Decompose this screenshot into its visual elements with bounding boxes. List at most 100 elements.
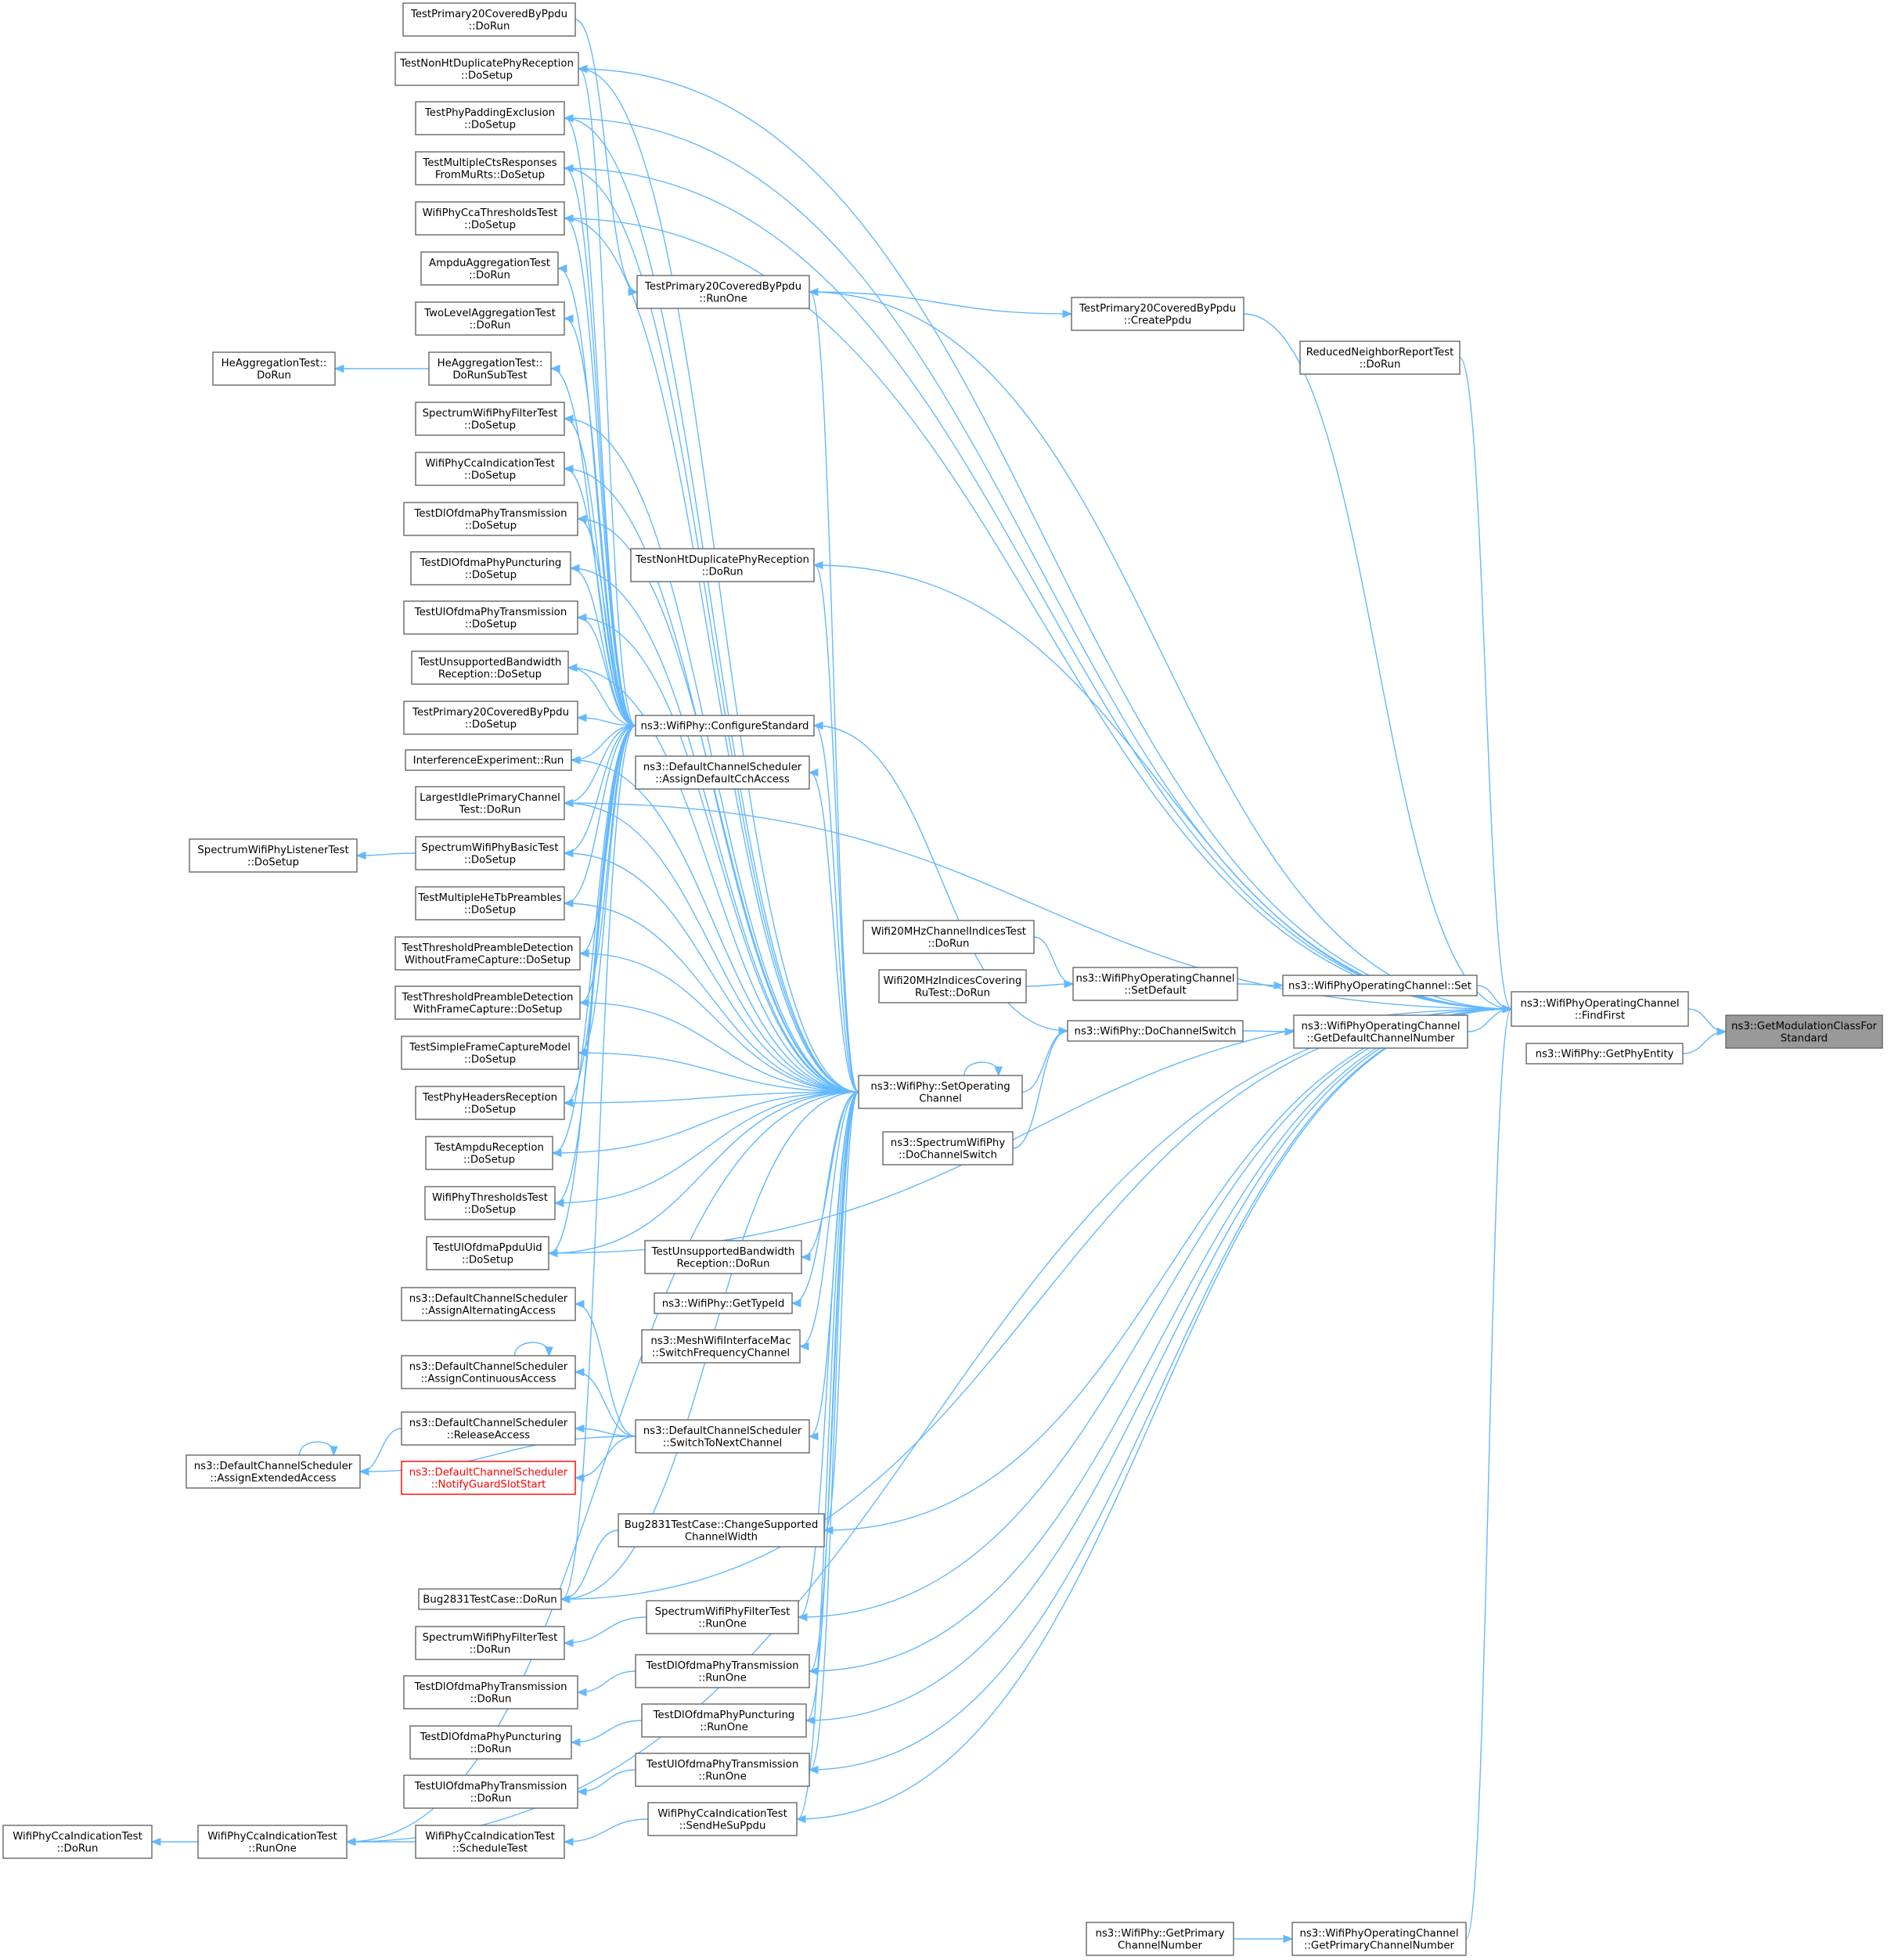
node-label-line: TestThresholdPreambleDetection <box>402 942 574 954</box>
node-ns3-defaultchannelscheduler-releaseaccess[interactable]: ns3::DefaultChannelScheduler::ReleaseAcc… <box>401 1411 576 1446</box>
node-wifiphyccaindicationtest-scheduletest[interactable]: WifiPhyCcaIndicationTest::ScheduleTest <box>415 1825 565 1859</box>
node-ns3-defaultchannelscheduler-assignalternatingaccess[interactable]: ns3::DefaultChannelScheduler::AssignAlte… <box>401 1287 576 1321</box>
edge-cfg-to-wpcit_ds <box>564 468 636 726</box>
node-ns3-wifiphyoperatingchannel-setdefault[interactable]: ns3::WifiPhyOperatingChannel::SetDefault <box>1072 967 1238 1001</box>
node-box <box>858 1075 1023 1109</box>
node-spectrumwifiphybasictest-dosetup[interactable]: SpectrumWifiPhyBasicTest::DoSetup <box>415 836 565 870</box>
node-box <box>402 2 576 37</box>
node-testulofdmaphytransmission-dosetup[interactable]: TestUlOfdmaPhyTransmission::DoSetup <box>403 600 578 635</box>
edge-arrowhead <box>797 1612 808 1622</box>
node-testmultiplectsresponses-frommurts-dosetup[interactable]: TestMultipleCtsResponsesFromMuRts::DoSet… <box>415 151 565 186</box>
node-ns3-wifiphy-configurestandard[interactable]: ns3::WifiPhy::ConfigureStandard <box>635 715 815 737</box>
node-box <box>426 1236 549 1270</box>
edge-soc-to-tppe <box>564 117 859 1093</box>
node-spectrumwifiphylistenertest-dosetup[interactable]: SpectrumWifiPhyListenerTest::DoSetup <box>189 838 358 873</box>
node-spectrumwifiphyfiltertest-dosetup[interactable]: SpectrumWifiPhyFilterTest::DoSetup <box>415 402 565 436</box>
node-testsimpleframecapturemodel-dosetup[interactable]: TestSimpleFrameCaptureModel::DoSetup <box>401 1036 579 1070</box>
node-ns3-meshwifiinterfacemac-switchfrequencychannel[interactable]: ns3::MeshWifiInterfaceMac::SwitchFrequen… <box>641 1329 801 1364</box>
node-ns3-wifiphyoperatingchannel-getprimarychannelnumber[interactable]: ns3::WifiPhyOperatingChannel::GetPrimary… <box>1291 1922 1467 1956</box>
node-wifiphyccathresholdstest-dosetup[interactable]: WifiPhyCcaThresholdsTest::DoSetup <box>415 201 565 236</box>
edge-soc-to-soc <box>964 1061 1000 1076</box>
node-ns3-defaultchannelscheduler-assigncontinuousaccess[interactable]: ns3::DefaultChannelScheduler::AssignCont… <box>401 1355 576 1389</box>
node-ns3-defaultchannelscheduler-switchtonextchannel[interactable]: ns3::DefaultChannelScheduler::SwitchToNe… <box>635 1419 810 1454</box>
node-testnonhtduplicatephyreception-dosetup[interactable]: TestNonHtDuplicatePhyReception::DoSetup <box>394 52 579 86</box>
edge-tdopp_ro-to-ff <box>805 1008 1512 1721</box>
edge-arrowhead <box>563 464 574 474</box>
edge-arrowhead <box>345 1837 356 1847</box>
node-wifiphyccaindicationtest-dosetup[interactable]: WifiPhyCcaIndicationTest::DoSetup <box>415 452 565 486</box>
node-reducedneighborreporttest-dorun[interactable]: ReducedNeighborReportTest::DoRun <box>1299 340 1461 375</box>
node-label-line: FromMuRts::DoSetup <box>435 169 545 181</box>
node-testmultiplehetbpreambles-dosetup[interactable]: TestMultipleHeTbPreambles::DoSetup <box>415 886 565 921</box>
node-ns3-wifiphy-gettypeid[interactable]: ns3::WifiPhy::GetTypeId <box>654 1292 793 1314</box>
node-heaggregationtest-dorun[interactable]: HeAggregationTest::DoRun <box>212 351 336 386</box>
node-testprimary20coveredbyppdu-dorun[interactable]: TestPrimary20CoveredByPpdu::DoRun <box>402 2 576 37</box>
node-testdlofdmaphypuncturing-dorun[interactable]: TestDlOfdmaPhyPuncturing::DoRun <box>409 1725 572 1760</box>
node-testdlofdmaphypuncturing-runone[interactable]: TestDlOfdmaPhyPuncturing::RunOne <box>641 1703 807 1738</box>
node-wifiphyccaindicationtest-runone[interactable]: WifiPhyCcaIndicationTest::RunOne <box>197 1825 348 1859</box>
node-testdlofdmaphytransmission-dorun[interactable]: TestDlOfdmaPhyTransmission::DoRun <box>403 1675 578 1710</box>
node-label-line: Test::DoRun <box>458 804 520 816</box>
node-label-line: DoRunSubTest <box>452 369 527 381</box>
node-ns3-wifiphy-getprimary-channelnumber[interactable]: ns3::WifiPhy::GetPrimaryChannelNumber <box>1086 1922 1234 1956</box>
node-testampdureception-dosetup[interactable]: TestAmpduReception::DoSetup <box>425 1136 553 1170</box>
node-box <box>2 1825 153 1859</box>
node-ns3-wifiphy-getphyentity[interactable]: ns3::WifiPhy::GetPhyEntity <box>1525 1043 1684 1065</box>
node-testulofdmappduuid-dosetup[interactable]: TestUlOfdmaPpduUid::DoSetup <box>426 1236 549 1270</box>
node-label-line: Bug2831TestCase::ChangeSupported <box>625 1519 819 1531</box>
node-testnonhtduplicatephyreception-dorun[interactable]: TestNonHtDuplicatePhyReception::DoRun <box>630 548 815 582</box>
edge-tp20ro-to-tp20cp <box>809 291 1072 315</box>
node-label-line: TestUlOfdmaPhyTransmission <box>646 1759 799 1771</box>
node-label-line: ::DoRun <box>1360 358 1401 370</box>
node-testulofdmaphytransmission-dorun[interactable]: TestUlOfdmaPhyTransmission::DoRun <box>403 1774 578 1809</box>
node-bug2831testcase-changesupported-channelwidth[interactable]: Bug2831TestCase::ChangeSupportedChannelW… <box>618 1513 825 1547</box>
node-spectrumwifiphyfiltertest-dorun[interactable]: SpectrumWifiPhyFilterTest::DoRun <box>415 1626 565 1660</box>
edge-arrowhead <box>563 899 574 908</box>
node-testunsupportedbandwidth-reception-dosetup[interactable]: TestUnsupportedBandwidthReception::DoSet… <box>411 650 569 685</box>
node-testprimary20coveredbyppdu-createppdu[interactable]: TestPrimary20CoveredByPpdu::CreatePpdu <box>1071 297 1244 331</box>
node-testthresholdpreambledetection-withoutframecapture-dosetup[interactable]: TestThresholdPreambleDetectionWithoutFra… <box>394 936 581 971</box>
node-spectrumwifiphyfiltertest-runone[interactable]: SpectrumWifiPhyFilterTest::RunOne <box>646 1600 799 1634</box>
node-testphyheadersreception-dosetup[interactable]: TestPhyHeadersReception::DoSetup <box>415 1086 565 1120</box>
node-testdlofdmaphytransmission-dosetup[interactable]: TestDlOfdmaPhyTransmission::DoSetup <box>403 502 578 536</box>
node-testprimary20coveredbyppdu-dosetup[interactable]: TestPrimary20CoveredByPpdu::DoSetup <box>403 701 578 735</box>
node-heaggregationtest-dorunsubtest[interactable]: HeAggregationTest::DoRunSubTest <box>428 351 552 386</box>
node-wifiphyccaindicationtest-sendhesuppdu[interactable]: WifiPhyCcaIndicationTest::SendHeSuPpdu <box>647 1802 798 1836</box>
node-ns3-wifiphyoperatingchannel-findfirst[interactable]: ns3::WifiPhyOperatingChannel::FindFirst <box>1511 991 1689 1027</box>
node-label-line: ns3::WifiPhy::GetTypeId <box>662 1299 785 1310</box>
node-ns3-defaultchannelscheduler-assignextendedaccess[interactable]: ns3::DefaultChannelScheduler::AssignExte… <box>185 1454 361 1489</box>
edge-cfg-to-tdopp_ds <box>571 567 636 726</box>
edge-stnc-to-dcs_aca <box>575 1371 636 1437</box>
edge-arrowhead <box>791 1299 801 1308</box>
edge-w20ci-to-setdef <box>1033 936 1074 985</box>
node-label-line: TestThresholdPreambleDetection <box>402 992 574 1003</box>
node-ns3-wifiphy-dochannelswitch[interactable]: ns3::WifiPhy::DoChannelSwitch <box>1067 1020 1244 1042</box>
node-box <box>636 275 810 309</box>
node-testdlofdmaphypuncturing-dosetup[interactable]: TestDlOfdmaPhyPuncturing::DoSetup <box>410 551 571 585</box>
node-ns3-wifiphyoperatingchannel-set[interactable]: ns3::WifiPhyOperatingChannel::Set <box>1282 975 1478 996</box>
node-ns3-spectrumwifiphy-dochannelswitch[interactable]: ns3::SpectrumWifiPhy::DoChannelSwitch <box>882 1131 1014 1166</box>
node-bug2831testcase-dorun[interactable]: Bug2831TestCase::DoRun <box>418 1588 562 1610</box>
node-label-line: ns3::WifiPhyOperatingChannel::Set <box>1288 981 1471 993</box>
node-twolevelaggregationtest-dorun[interactable]: TwoLevelAggregationTest::DoRun <box>415 301 565 336</box>
node-ampduaggregationtest-dorun[interactable]: AmpduAggregationTest::DoRun <box>420 251 559 286</box>
node-testthresholdpreambledetection-withframecapture-dosetup[interactable]: TestThresholdPreambleDetectionWithFrameC… <box>394 985 581 1020</box>
node-testphypaddingexclusion-dosetup[interactable]: TestPhyPaddingExclusion::DoSetup <box>415 101 565 135</box>
node-testulofdmaphytransmission-runone[interactable]: TestUlOfdmaPhyTransmission::RunOne <box>635 1753 810 1787</box>
node-wifi20mhzchannelindicestest-dorun[interactable]: Wifi20MHzChannelIndicesTest::DoRun <box>863 920 1035 954</box>
node-ns3-defaultchannelscheduler-assigndefaultcchaccess[interactable]: ns3::DefaultChannelScheduler::AssignDefa… <box>635 755 810 790</box>
node-wifiphythresholdstest-dosetup[interactable]: WifiPhyThresholdsTest::DoSetup <box>424 1186 556 1220</box>
node-box <box>882 1131 1014 1166</box>
node-ns3-defaultchannelscheduler-notifyguardslotstart[interactable]: ns3::DefaultChannelScheduler::NotifyGuar… <box>401 1461 576 1495</box>
node-testprimary20coveredbyppdu-runone[interactable]: TestPrimary20CoveredByPpdu::RunOne <box>636 275 810 309</box>
node-ns3-wifiphyoperatingchannel-getdefaultchannelnumber[interactable]: ns3::WifiPhyOperatingChannel::GetDefault… <box>1293 1014 1468 1049</box>
node-interferenceexperiment-run[interactable]: InterferenceExperiment::Run <box>405 749 572 771</box>
node-wifiphyccaindicationtest-dorun[interactable]: WifiPhyCcaIndicationTest::DoRun <box>2 1825 153 1859</box>
node-testdlofdmaphytransmission-runone[interactable]: TestDlOfdmaPhyTransmission::RunOne <box>635 1654 810 1688</box>
node-label-line: ns3::DefaultChannelScheduler <box>643 1425 802 1437</box>
